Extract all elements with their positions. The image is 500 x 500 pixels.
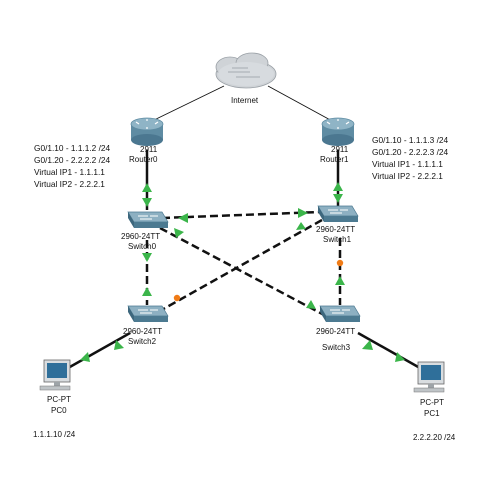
router0-config-line: G0/1.20 - 2.2.2.2 /24 — [34, 155, 110, 165]
switch-icon — [127, 211, 169, 228]
switch-icon — [127, 305, 169, 322]
router-icon — [130, 117, 164, 146]
switch0[interactable]: 2960-24TT Switch0 — [121, 211, 169, 251]
status-up-switch1-top — [333, 194, 343, 203]
router1-name: Router1 — [320, 155, 349, 164]
pc1-ip: 2.2.2.20 /24 — [413, 433, 456, 442]
link-internet-router1 — [267, 85, 335, 123]
switch1-model: 2960-24TT — [316, 225, 355, 234]
link-switch0-switch3 — [159, 226, 327, 318]
pc1-name: PC1 — [424, 409, 440, 418]
status-up-pc1-link — [395, 352, 405, 362]
router1-config-line: G0/1.20 - 2.2.2.3 /24 — [372, 147, 448, 157]
switch-icon — [317, 205, 359, 222]
router0-config-line: Virtual IP2 - 2.2.2.1 — [34, 179, 105, 189]
link-switch1-switch2 — [157, 218, 323, 314]
router-icon — [321, 117, 355, 146]
switch0-name: Switch0 — [128, 242, 157, 251]
internet-cloud[interactable]: Internet — [215, 52, 277, 105]
pc0-ip: 1.1.1.10 /24 — [33, 430, 76, 439]
router1-config-block: G0/1.10 - 1.1.1.3 /24 G0/1.20 - 2.2.2.3 … — [372, 135, 448, 181]
pc0-model: PC-PT — [47, 395, 71, 404]
router0-name: Router0 — [129, 155, 158, 164]
switch2-model: 2960-24TT — [123, 327, 162, 336]
pc0[interactable]: PC-PT PC0 1.1.1.10 /24 — [33, 359, 76, 439]
pc1-model: PC-PT — [420, 398, 444, 407]
link-status-layer — [80, 182, 405, 362]
switch3-name: Switch3 — [322, 343, 351, 352]
switch1-name: Switch1 — [323, 235, 352, 244]
status-up-switch1-to-switch0 — [298, 208, 308, 218]
router0-config-line: G0/1.10 - 1.1.1.2 /24 — [34, 143, 110, 153]
router0-config-line: Virtual IP1 - 1.1.1.1 — [34, 167, 105, 177]
pc-icon — [39, 359, 71, 391]
switch-icon — [319, 305, 361, 322]
status-blocked-switch2-diag — [173, 294, 181, 302]
router1[interactable]: 2911 Router1 — [320, 117, 355, 164]
link-switch2-pc0 — [67, 331, 131, 370]
switch0-model: 2960-24TT — [121, 232, 160, 241]
cloud-icon — [215, 52, 277, 89]
router0-config-block: G0/1.10 - 1.1.1.2 /24 G0/1.20 - 2.2.2.2 … — [34, 143, 110, 189]
status-up-switch1-diag — [296, 222, 306, 230]
status-up-switch0-diag — [174, 228, 184, 238]
router0[interactable]: 2911 Router0 — [129, 117, 164, 164]
status-up-switch0-to-switch1 — [178, 213, 188, 223]
switch3-model: 2960-24TT — [316, 327, 355, 336]
status-up-router1-bottom — [333, 182, 343, 191]
status-up-pc0-link — [80, 352, 90, 362]
router1-config-line: Virtual IP1 - 1.1.1.1 — [372, 159, 443, 169]
pc-icon — [413, 361, 445, 393]
router1-model: 2911 — [331, 145, 349, 154]
switch1[interactable]: 2960-24TT Switch1 — [316, 205, 359, 244]
internet-label: Internet — [231, 96, 259, 105]
status-blocked-switch1-down — [336, 259, 344, 267]
status-up-switch3-to-pc1 — [362, 340, 373, 350]
link-switch0-switch1 — [161, 210, 321, 220]
link-internet-router0 — [149, 85, 225, 123]
status-up-switch2-to-pc0 — [114, 340, 124, 350]
links-layer — [67, 85, 421, 370]
router1-config-line: G0/1.10 - 1.1.1.3 /24 — [372, 135, 448, 145]
switch3[interactable]: 2960-24TT Switch3 — [316, 305, 361, 352]
status-up-router0-bottom — [142, 183, 152, 192]
switch2[interactable]: 2960-24TT Switch2 — [123, 305, 169, 346]
status-up-switch2-up — [142, 287, 152, 296]
status-up-switch0-down — [142, 253, 152, 262]
link-switch3-pc1 — [357, 331, 421, 370]
status-up-switch0-top — [142, 198, 152, 207]
router1-config-line: Virtual IP2 - 2.2.2.1 — [372, 171, 443, 181]
status-up-switch1-down — [335, 276, 345, 285]
pc1[interactable]: PC-PT PC1 2.2.2.20 /24 — [413, 361, 456, 442]
switch2-name: Switch2 — [128, 337, 157, 346]
status-up-switch3-diag — [306, 300, 316, 309]
pc0-name: PC0 — [51, 406, 67, 415]
router0-model: 2911 — [140, 145, 158, 154]
